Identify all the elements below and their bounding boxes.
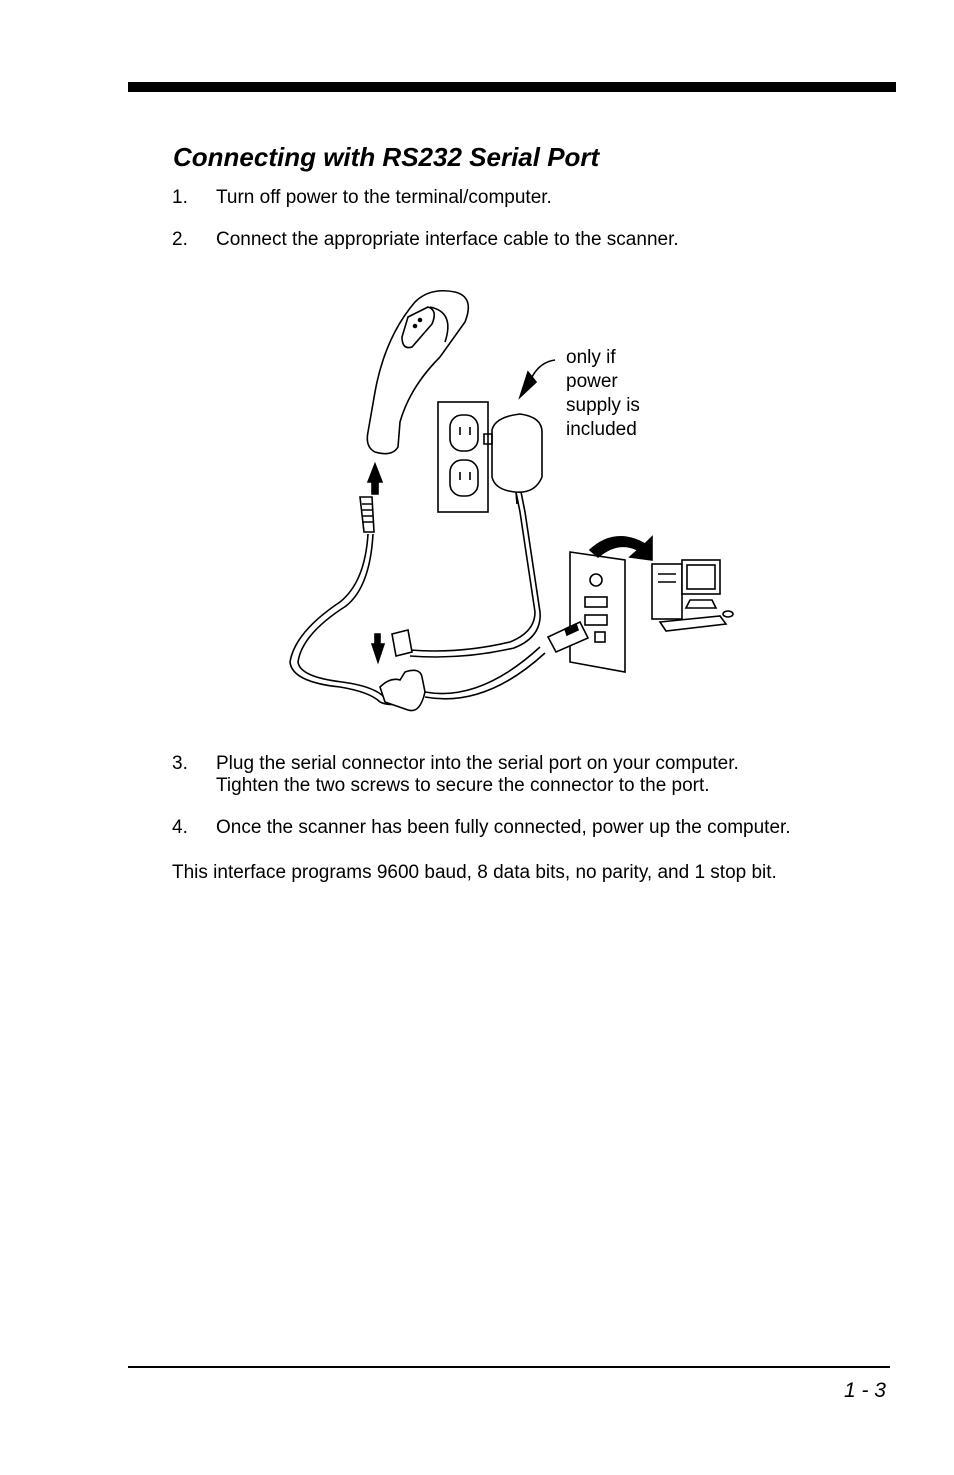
- step-text: Once the scanner has been fully connecte…: [216, 817, 791, 838]
- callout-line: only if: [566, 347, 616, 368]
- step-number: 2.: [172, 229, 188, 250]
- page-number: 1 - 3: [843, 1379, 886, 1402]
- computer-port-panel-icon: [569, 551, 626, 673]
- header-rule: [128, 82, 896, 92]
- step-text: Plug the serial connector into the seria…: [216, 753, 739, 774]
- step-text: Turn off power to the terminal/computer.: [216, 187, 552, 208]
- wall-outlet-icon: [437, 401, 489, 513]
- curved-arrow-icon: [588, 535, 653, 561]
- desktop-computer-icon: [651, 559, 734, 632]
- power-supply-icon: [483, 413, 543, 505]
- cable-connector-icon: [359, 496, 375, 533]
- figure-callout: only if power supply is included: [566, 346, 640, 442]
- connection-illustration: [289, 289, 734, 712]
- callout-line: power: [566, 371, 618, 392]
- step-number: 3.: [172, 753, 188, 774]
- step-text: Connect the appropriate interface cable …: [216, 229, 679, 250]
- footer-rule: [128, 1366, 890, 1368]
- step-number: 4.: [172, 817, 188, 838]
- scanner-icon: [366, 289, 470, 455]
- cable-junction-icon: [379, 669, 426, 712]
- arrow-down-icon: [370, 633, 386, 665]
- callout-line: included: [566, 419, 637, 440]
- arrow-up-icon: [366, 461, 384, 495]
- section-heading: Connecting with RS232 Serial Port: [173, 142, 600, 172]
- callout-line: supply is: [566, 395, 640, 416]
- interface-note: This interface programs 9600 baud, 8 dat…: [172, 862, 777, 883]
- step-number: 1.: [172, 187, 188, 208]
- step-text: Tighten the two screws to secure the con…: [216, 775, 710, 796]
